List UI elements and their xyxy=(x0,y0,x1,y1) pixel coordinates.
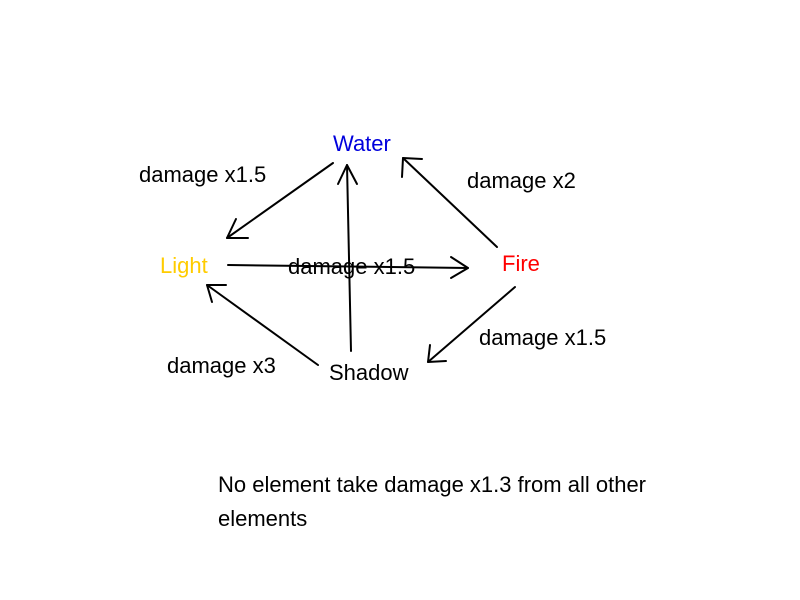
arrow-water-to-light xyxy=(226,162,334,239)
node-fire: Fire xyxy=(502,251,540,276)
arrowhead-fire-to-water xyxy=(401,157,423,178)
edge-label-water-to-light: damage x1.5 xyxy=(139,162,267,187)
arrowhead-shadow-to-water xyxy=(337,164,358,185)
edge-label-shadow-to-light: damage x3 xyxy=(167,353,276,378)
node-water: Water xyxy=(333,131,391,156)
edge-label-light-to-fire: damage x1.5 xyxy=(288,254,416,279)
arrowhead-light-to-fire xyxy=(450,256,469,279)
arrow-shadow-to-light xyxy=(206,284,319,366)
arrow-fire-to-water xyxy=(402,157,498,248)
arrowhead-fire-to-shadow xyxy=(427,344,447,363)
arrow-shadow-to-water xyxy=(346,164,352,352)
edge-label-fire-to-water: damage x2 xyxy=(467,168,576,193)
node-light: Light xyxy=(160,253,208,278)
arrow-fire-to-shadow xyxy=(427,286,516,363)
arrowhead-water-to-light xyxy=(226,218,249,239)
edge-label-fire-to-shadow: damage x1.5 xyxy=(479,325,607,350)
arrowhead-shadow-to-light xyxy=(206,284,227,303)
footnote: No element take damage x1.3 from all oth… xyxy=(218,472,647,531)
node-shadow: Shadow xyxy=(329,360,409,385)
arrow-light-to-fire xyxy=(227,264,469,269)
